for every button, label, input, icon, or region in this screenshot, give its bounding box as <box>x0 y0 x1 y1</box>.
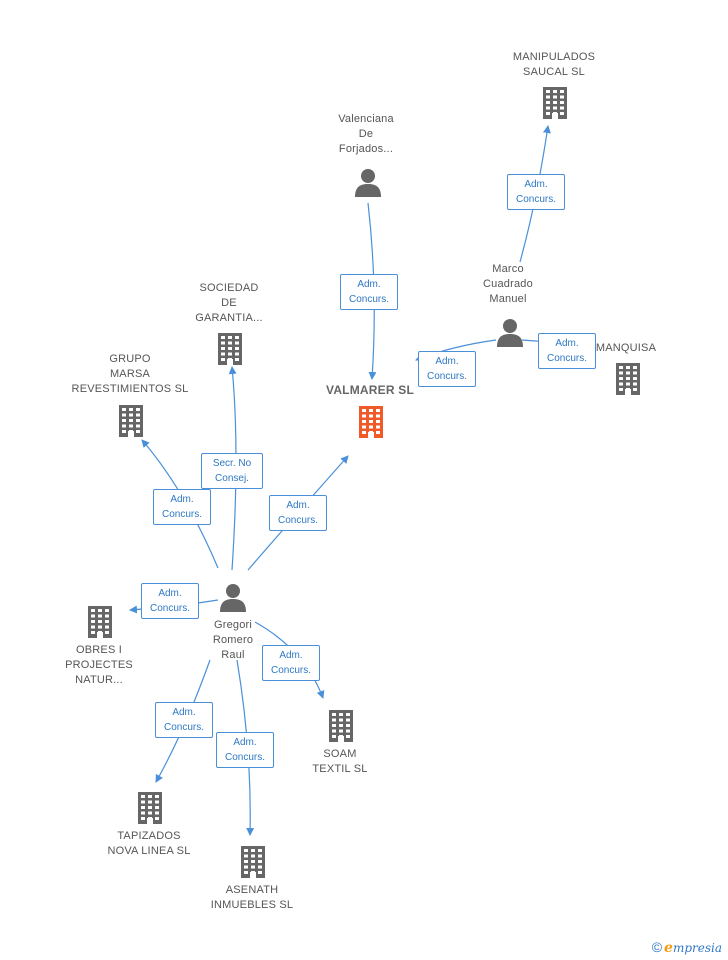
node-label: Gregori Romero Raul <box>212 619 254 661</box>
node-grupo-marsa[interactable]: GRUPO MARSA REVESTIMIENTOS SL <box>55 352 205 397</box>
company-icon <box>328 709 354 748</box>
node-label: GRUPO MARSA REVESTIMIENTOS SL <box>71 353 189 395</box>
node-valmarer[interactable]: VALMARER SL <box>295 383 445 398</box>
relation-label-e4[interactable]: Adm. Concurs. <box>538 333 596 369</box>
company-icon <box>87 605 113 644</box>
node-tapizados-nova-linea[interactable]: TAPIZADOS NOVA LINEA SL <box>74 829 224 859</box>
relation-label-e3[interactable]: Adm. Concurs. <box>418 351 476 387</box>
company-icon <box>615 362 641 401</box>
node-label: MANIPULADOS SAUCAL SL <box>512 51 596 78</box>
relation-label-e8[interactable]: Adm. Concurs. <box>141 583 199 619</box>
node-label: SOCIEDAD DE GARANTIA... <box>195 282 263 324</box>
copyright-symbol: © <box>651 939 663 955</box>
node-sociedad-garantia[interactable]: SOCIEDAD DE GARANTIA... <box>154 281 304 326</box>
relation-label-e7[interactable]: Adm. Concurs. <box>269 495 327 531</box>
node-gregori-romero[interactable]: Gregori Romero Raul <box>158 618 308 663</box>
empresia-logo[interactable]: ©empresia <box>652 939 722 956</box>
node-obres-projectes[interactable]: OBRES I PROJECTES NATUR... <box>24 643 174 688</box>
node-label: TAPIZADOS NOVA LINEA SL <box>107 830 191 857</box>
node-marco-cuadrado[interactable]: Marco Cuadrado Manuel <box>433 262 583 307</box>
brand-e: e <box>664 940 673 956</box>
company-icon <box>240 845 266 884</box>
node-label: VALMARER SL <box>326 383 414 397</box>
node-valenciana-forjados[interactable]: Valenciana De Forjados... <box>291 112 441 157</box>
relation-label-e6[interactable]: Adm. Concurs. <box>153 489 211 525</box>
person-icon <box>354 168 382 203</box>
node-label: ASENATH INMUEBLES SL <box>210 884 294 911</box>
node-label: Marco Cuadrado Manuel <box>483 263 533 305</box>
person-icon <box>496 318 524 353</box>
node-label: OBRES I PROJECTES NATUR... <box>65 644 133 686</box>
relation-label-e1[interactable]: Adm. Concurs. <box>507 174 565 210</box>
node-manquisa[interactable]: MANQUISA <box>551 341 701 356</box>
node-asenath-inmuebles[interactable]: ASENATH INMUEBLES SL <box>177 883 327 913</box>
brand-name: mpresia <box>672 941 722 955</box>
company-icon <box>118 404 144 443</box>
company-icon <box>217 332 243 371</box>
node-soam-textil[interactable]: SOAM TEXTIL SL <box>265 747 415 777</box>
node-label: MANQUISA <box>595 342 657 354</box>
company-icon <box>542 86 568 125</box>
relation-label-e11[interactable]: Adm. Concurs. <box>216 732 274 768</box>
company-icon <box>137 791 163 830</box>
node-label: SOAM TEXTIL SL <box>312 748 368 775</box>
relation-label-e9[interactable]: Adm. Concurs. <box>262 645 320 681</box>
node-label: Valenciana De Forjados... <box>338 113 394 155</box>
relation-label-e2[interactable]: Adm. Concurs. <box>340 274 398 310</box>
person-icon <box>219 583 247 618</box>
node-manipulados-saucal[interactable]: MANIPULADOS SAUCAL SL <box>479 50 629 80</box>
company-icon-highlight <box>358 405 384 444</box>
relation-label-e10[interactable]: Adm. Concurs. <box>155 702 213 738</box>
relation-label-e5[interactable]: Secr. No Consej. <box>201 453 263 489</box>
